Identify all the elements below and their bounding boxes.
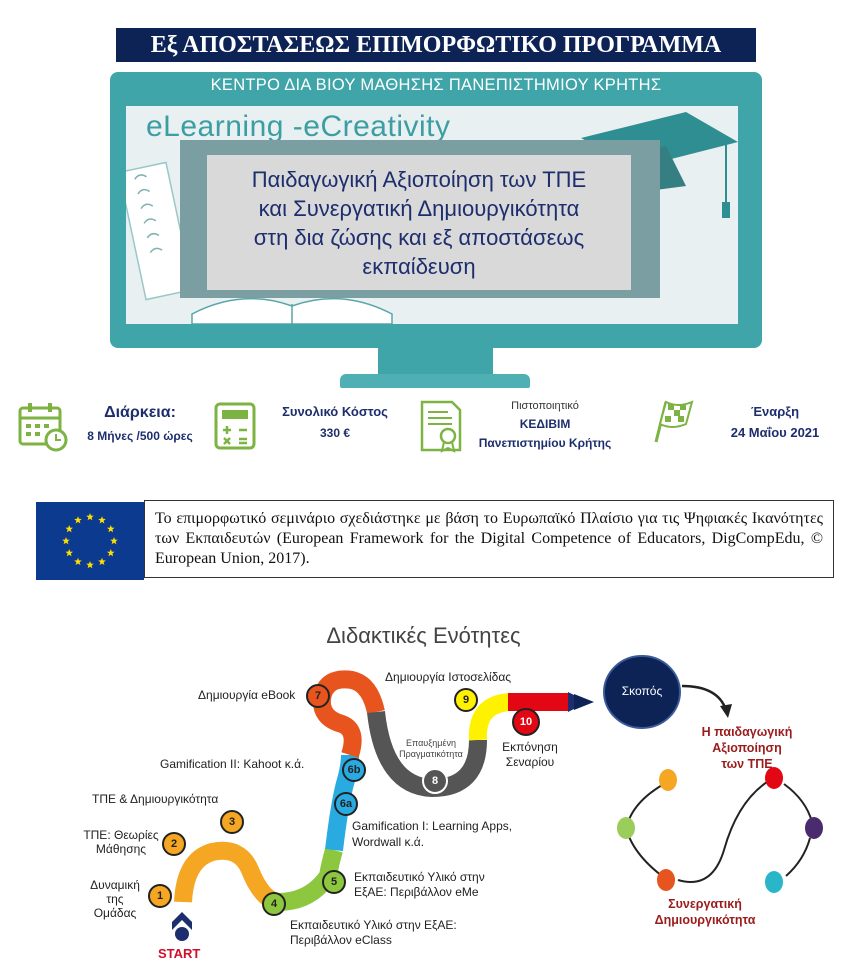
- course-title-line-4: εκπαίδευση: [362, 253, 476, 279]
- unit-5-label: Εκπαιδευτικό Υλικό στην ΕξΑΕ: Περιβάλλον…: [354, 870, 485, 899]
- unit-8-node: 8: [422, 768, 448, 794]
- certificate-label: Πιστοποιητικό: [511, 400, 579, 412]
- checkered-flag-icon: [654, 400, 694, 443]
- eu-star: [65, 525, 73, 533]
- course-title-box: Παιδαγωγική Αξιοποίηση των ΤΠΕ και Συνερ…: [207, 155, 631, 290]
- duration-value: 8 Μήνες /500 ώρες: [87, 429, 193, 443]
- eu-star: [86, 513, 94, 521]
- cycle-arrow-2: [627, 833, 663, 877]
- eu-star: [65, 549, 73, 557]
- monitor-stand-base: [340, 374, 530, 388]
- unit-6a-node: 6a: [334, 792, 358, 816]
- goal-collaborative-creativity: Συνεργατική Δημιουργικότητα: [640, 896, 770, 928]
- cycle-arrow-s: [677, 779, 771, 883]
- cycle-dot-orange: [659, 769, 677, 791]
- goal-arrow-head: [720, 704, 732, 718]
- unit-9-label: Δημιουργία Ιστοσελίδας: [385, 670, 512, 684]
- cycle-dot-green: [617, 817, 635, 839]
- start-date-label: Έναρξη: [750, 404, 800, 419]
- calculator-icon: [214, 402, 256, 450]
- total-cost-label: Συνολικό Κόστος: [282, 404, 388, 419]
- path-segment-orange: [174, 841, 281, 911]
- unit-2-node: 2: [162, 832, 186, 856]
- certificate-org: ΚΕΔΙΒΙΜ: [519, 417, 571, 431]
- course-title-line-3: στη δια ζώσης και εξ αποστάσεως: [253, 224, 585, 250]
- notebook-icon: [126, 161, 194, 301]
- eu-star: [98, 516, 106, 524]
- unit-3-label: ΤΠΕ & Δημιουργικότητα: [92, 792, 219, 806]
- goal-arrow: [681, 684, 728, 711]
- start-chevron-icon: [172, 912, 192, 930]
- unit-9-node: 9: [454, 688, 478, 712]
- goal-bottom-line-1: Συνεργατική: [668, 897, 742, 911]
- unit-6b-label: Gamification II: Kahoot κ.ά.: [160, 757, 305, 771]
- goal-pedagogical-use: Η παιδαγωγική Αξιοποίηση των ΤΠΕ: [692, 724, 802, 772]
- duration-label: Διάρκεια:: [104, 404, 176, 421]
- goal-bottom-line-2: Δημιουργικότητα: [654, 913, 756, 927]
- cycle-arrow-3: [783, 783, 813, 823]
- didactic-units-title: Διδακτικές Ενότητες: [326, 623, 521, 648]
- eu-star: [62, 537, 70, 545]
- lifelong-learning-center-name: ΚΕΝΤΡΟ ΔΙΑ ΒΙΟΥ ΜΑΘΗΣΗΣ ΠΑΝΕΠΙΣΤΗΜΙΟΥ ΚΡ…: [210, 76, 662, 94]
- start-label: START: [158, 946, 201, 961]
- goal-top-line-2: Αξιοποίηση: [712, 741, 782, 755]
- eu-star: [74, 557, 82, 565]
- eu-star: [107, 525, 115, 533]
- unit-8-label: Επαυξημένη Πραγματικότητα: [399, 738, 463, 759]
- certificate-university: Πανεπιστημίου Κρήτης: [478, 436, 612, 450]
- eu-stars-icon: [62, 513, 118, 569]
- unit-10-label: Εκπόνηση Σεναρίου: [502, 740, 558, 769]
- unit-10-node: 10: [512, 708, 540, 736]
- eu-star: [98, 557, 106, 565]
- eu-star: [86, 561, 94, 569]
- path-segment-yellow: [468, 693, 512, 741]
- course-title-line-1: Παιδαγωγική Αξιοποίηση των ΤΠΕ: [251, 166, 587, 192]
- goal-top-line-1: Η παιδαγωγική: [701, 725, 793, 739]
- unit-2-label: ΤΠΕ: Θεωρίες Μάθησης: [83, 828, 159, 856]
- program-title-banner: Εξ ΑΠΟΣΤΑΣΕΩΣ ΕΠΙΜΟΡΦΩΤΙΚΟ ΠΡΟΓΡΑΜΜΑ: [116, 28, 756, 62]
- goal-top-line-3: των ΤΠΕ: [721, 757, 773, 771]
- unit-6b-node: 6b: [342, 758, 366, 782]
- unit-5-node: 5: [322, 870, 346, 894]
- unit-4-label: Εκπαιδευτικό Υλικό στην ΕξΑΕ: Περιβάλλον…: [290, 918, 457, 947]
- cycle-arrow-4: [785, 837, 811, 877]
- goal-diagram: [603, 655, 823, 893]
- monitor-stand-neck: [378, 348, 493, 374]
- unit-1-node: 1: [148, 884, 172, 908]
- eu-star: [107, 549, 115, 557]
- unit-4-node: 4: [262, 892, 286, 916]
- cycle-dot-cyan: [765, 871, 783, 893]
- total-cost-value: 330 €: [319, 426, 351, 440]
- unit-3-node: 3: [220, 810, 244, 834]
- cycle-dot-purple: [805, 817, 823, 839]
- cycle-dot-red-orange: [657, 869, 675, 891]
- unit-1-label: Δυναμική της Ομάδας: [90, 878, 140, 920]
- learning-path-diagram: [172, 670, 594, 941]
- unit-6a-label: Gamification I: Learning Apps, Wordwall …: [352, 819, 513, 849]
- elearning-brand: eLearning -eCreativity: [146, 110, 451, 143]
- start-date-value: 24 Μαΐου 2021: [730, 425, 820, 440]
- eu-flag: [36, 502, 144, 580]
- course-title-line-2: και Συνεργατική Δημιουργικότητα: [258, 195, 580, 221]
- calendar-clock-icon: [18, 403, 68, 452]
- start-marker: [175, 927, 189, 941]
- unit-7-label: Δημιουργία eBook: [198, 688, 296, 702]
- path-arrow-head-2: [574, 694, 594, 710]
- eu-star: [110, 537, 118, 545]
- certificate-icon: [420, 400, 462, 453]
- unit-7-node: 7: [306, 684, 330, 708]
- eu-star: [74, 516, 82, 524]
- cycle-arrow-1: [627, 783, 665, 823]
- cycle-dot-red: [765, 767, 783, 789]
- digcompedu-note: Το επιμορφωτικό σεμινάριο σχεδιάστηκε με…: [144, 500, 834, 578]
- goal-bubble-label: Σκοπός: [621, 684, 663, 698]
- path-segment-red: [508, 693, 568, 711]
- goal-bubble: [603, 655, 681, 729]
